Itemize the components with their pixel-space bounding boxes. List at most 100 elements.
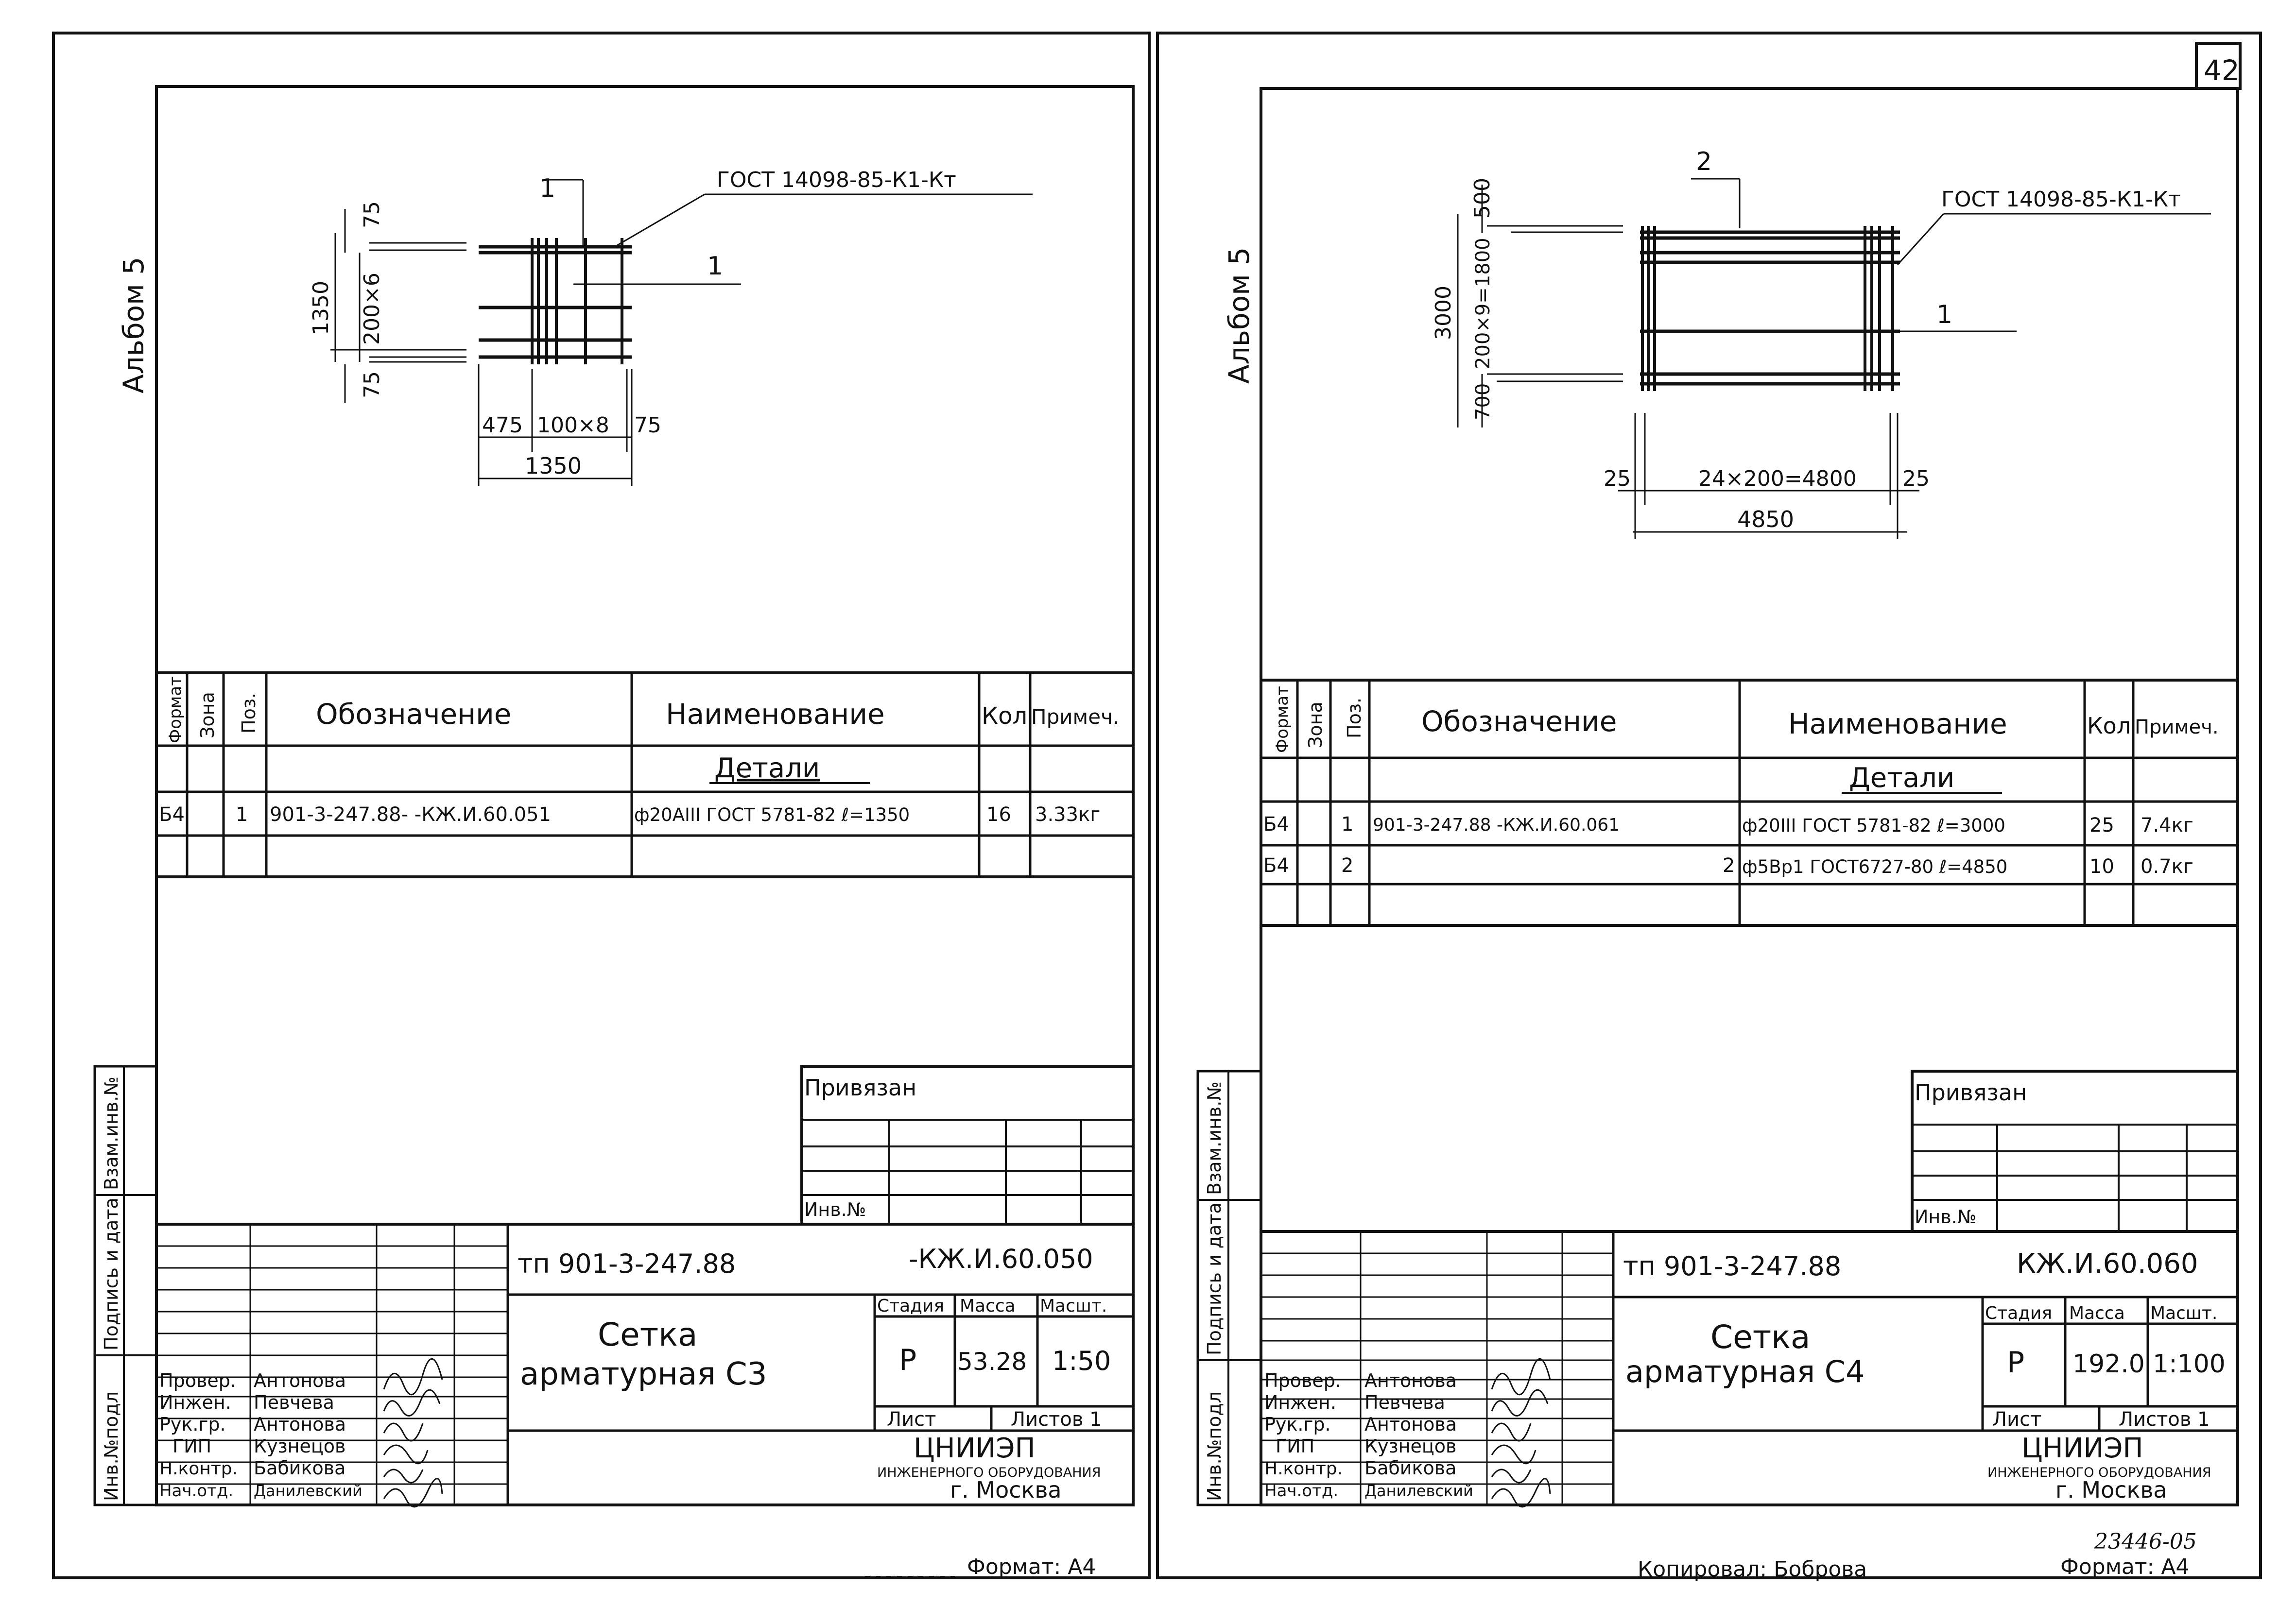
left-stamp-podpis: Подпись и дата	[101, 1197, 122, 1350]
left-stadiya: Р	[899, 1343, 916, 1377]
right-privyazan: Привязан	[1915, 1079, 2027, 1106]
right-org-sub: ИНЖЕНЕРНОГО ОБОРУДОВАНИЯ	[1987, 1465, 2211, 1480]
right-hdr-oboznachenie: Обозначение	[1421, 705, 1617, 738]
left-hdr-poz: Поз.	[238, 693, 259, 734]
left-listov-label: Листов 1	[1011, 1408, 1102, 1431]
left-doc-code-right: -КЖ.И.60.050	[909, 1244, 1093, 1274]
left-spec-row: Б4 1 901-3-247.88- -КЖ.И.60.051 ф20АIII …	[159, 803, 1100, 826]
right-pos-top-label: 2	[1696, 147, 1712, 176]
right-row2-format: Б4	[1263, 854, 1289, 877]
left-row1-primech: 3.33кг	[1035, 803, 1100, 826]
left-row1-format: Б4	[159, 803, 185, 826]
left-mesh-drawing	[330, 179, 1033, 486]
right-person-role: Провер.	[1264, 1370, 1341, 1391]
left-org-name: ЦНИИЭП	[914, 1433, 1036, 1464]
left-person-name: Антонова	[254, 1370, 346, 1391]
right-hdr-primech: Примеч.	[2135, 716, 2219, 738]
left-title-line1: Сетка	[598, 1316, 697, 1353]
right-hdr-zona: Зона	[1305, 701, 1326, 748]
left-dim-bottom-right: 75	[634, 413, 661, 438]
right-hdr-naimenovanie: Наименование	[1788, 707, 2007, 740]
left-org-city: г. Москва	[950, 1477, 1062, 1503]
left-person-role: Инжен.	[159, 1392, 231, 1413]
right-row1-format: Б4	[1263, 813, 1289, 836]
left-dim-bottom-height: 75	[360, 371, 384, 398]
right-row2-kol: 10	[2089, 855, 2114, 878]
left-person-name: Данилевский	[254, 1482, 363, 1500]
right-org-city: г. Москва	[2055, 1477, 2167, 1503]
right-dim-mid-height: 200×9=1800	[1472, 238, 1494, 369]
right-stamp-inv-podl: Инв.№подл	[1204, 1391, 1225, 1501]
right-listov-label: Листов 1	[2119, 1408, 2210, 1431]
left-masshtab: 1:50	[1052, 1346, 1111, 1376]
left-spec-table	[155, 671, 1135, 878]
left-hdr-naimenovanie: Наименование	[666, 698, 885, 731]
right-row1-poz: 1	[1341, 813, 1353, 836]
right-person-role: Инжен.	[1264, 1392, 1336, 1413]
left-person-name: Певчева	[254, 1392, 334, 1413]
copied-by: Копировал: Боброва	[1638, 1557, 1867, 1582]
left-format-note: Формат: А4	[967, 1555, 1096, 1579]
left-album-label: Альбом 5	[117, 257, 150, 393]
left-section-title: Детали	[714, 752, 820, 784]
left-privyazan: Привязан	[804, 1075, 916, 1101]
right-stadiya-label: Стадия	[1985, 1303, 2052, 1323]
page-number: 42	[2204, 54, 2240, 87]
right-spec-row: Б4 1 901-3-247.88 -КЖ.И.60.061 ф20III ГО…	[1263, 813, 2193, 837]
right-org-name: ЦНИИЭП	[2021, 1433, 2143, 1464]
left-title-block	[93, 1065, 1135, 1506]
right-row1-primech: 7.4кг	[2141, 814, 2193, 837]
left-sheet-inner-frame	[155, 85, 1135, 1506]
left-dim-bottom-left: 475	[482, 413, 523, 438]
left-inv-no: Инв.№	[804, 1199, 866, 1220]
right-row2-poz: 2	[1341, 854, 1353, 877]
right-format-note: Формат: А4	[2060, 1555, 2189, 1579]
right-hdr-format: Формат	[1273, 686, 1292, 753]
right-dim-bottom-total: 4850	[1737, 506, 1794, 532]
left-hdr-kol: Кол	[982, 702, 1027, 730]
left-sheet-outer-frame	[52, 32, 1151, 1579]
right-person-name: Бабикова	[1364, 1457, 1456, 1479]
right-section-title: Детали	[1849, 762, 1954, 794]
left-row1-poz: 1	[236, 803, 248, 826]
left-hdr-oboznachenie: Обозначение	[316, 698, 511, 731]
left-person-role: ГИП	[173, 1435, 211, 1457]
left-row1-kol: 16	[986, 803, 1011, 826]
left-doc-code-left: тп 901-3-247.88	[518, 1248, 736, 1279]
right-massa-label: Масса	[2069, 1303, 2125, 1323]
left-hdr-format: Формат	[166, 676, 185, 743]
left-row1-oboznachenie: 901-3-247.88- -КЖ.И.60.051	[270, 803, 551, 826]
left-pos-side-label: 1	[707, 252, 723, 281]
left-title-line2: арматурная С3	[520, 1356, 767, 1392]
right-mesh-drawing	[1457, 178, 2211, 539]
right-people-list: Провер. Антонова Инжен. Певчева Рук.гр. …	[1264, 1370, 1473, 1501]
right-stamp-podpis: Подпись и дата	[1204, 1202, 1225, 1355]
right-person-role: Нач.отд.	[1264, 1481, 1338, 1501]
left-hdr-primech: Примеч.	[1031, 705, 1119, 729]
right-person-name: Кузнецов	[1364, 1435, 1456, 1457]
left-hdr-zona: Зона	[197, 692, 218, 738]
right-title-line2: арматурная С4	[1625, 1354, 1865, 1389]
right-dim-bottom-right: 25	[1902, 466, 1930, 491]
left-stamp-vzam: Взам.инв.№	[101, 1076, 122, 1190]
right-sheet-inner-frame	[1260, 87, 2239, 1506]
left-person-role: Рук.гр.	[159, 1414, 226, 1435]
left-person-name: Кузнецов	[254, 1435, 345, 1457]
left-stamp-inv-podl: Инв.№подл	[101, 1391, 122, 1501]
right-stadiya: Р	[2007, 1346, 2024, 1380]
left-pos-top-label: 1	[539, 174, 555, 203]
left-row1-naimenovanie: ф20АIII ГОСТ 5781-82 ℓ=1350	[634, 804, 910, 825]
left-dim-top-height: 75	[360, 201, 384, 228]
right-dim-top-height: 500	[1470, 178, 1495, 219]
page-number-box	[2195, 42, 2242, 90]
left-stadiya-label: Стадия	[877, 1296, 944, 1316]
right-title-line1: Сетка	[1710, 1318, 1810, 1356]
right-row2-primech: 0.7кг	[2141, 855, 2193, 878]
left-person-name: Бабикова	[254, 1457, 345, 1479]
right-spec-table	[1260, 679, 2239, 927]
archive-number: 23446-05	[2094, 1529, 2197, 1554]
left-masshtab-label: Масшт.	[1040, 1296, 1107, 1316]
right-row1-naimenovanie: ф20III ГОСТ 5781-82 ℓ=3000	[1742, 815, 2005, 836]
right-pos-side-label: 1	[1936, 300, 1952, 329]
left-person-name: Антонова	[254, 1414, 346, 1435]
